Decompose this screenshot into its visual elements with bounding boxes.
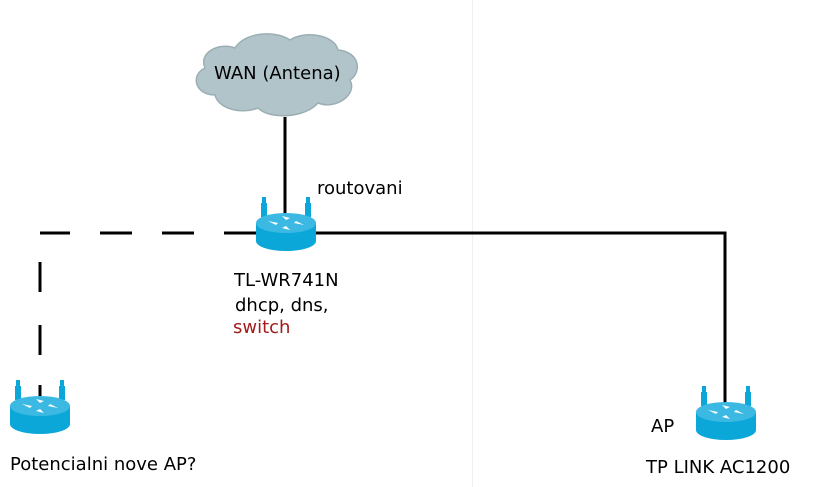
wan-label: WAN (Antena) bbox=[214, 63, 341, 84]
wan-cloud-icon bbox=[195, 33, 359, 117]
potential-ap-label: Potencialni nove AP? bbox=[10, 454, 197, 475]
edge-router-ap bbox=[316, 231, 727, 405]
ap-role-label: AP bbox=[651, 416, 675, 437]
main-router-notes-highlight: switch bbox=[233, 317, 291, 338]
main-router-notes: dhcp, dns, bbox=[235, 295, 329, 316]
ap-label: TP LINK AC1200 bbox=[646, 457, 791, 478]
main-router-label: TL-WR741N bbox=[234, 270, 339, 291]
routing-label: routovani bbox=[317, 178, 403, 199]
